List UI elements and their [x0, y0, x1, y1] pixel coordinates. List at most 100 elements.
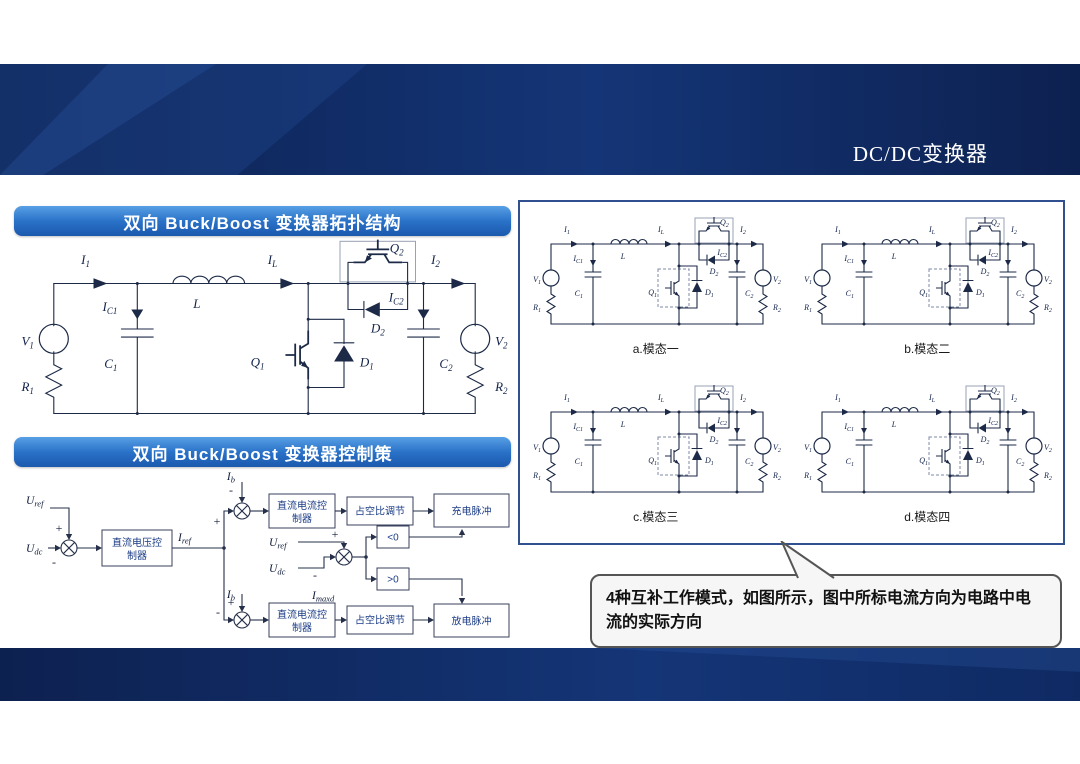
label-c2: C2 — [745, 457, 753, 468]
sign-minus-3: - — [313, 568, 317, 582]
label-r1: R1 — [532, 471, 541, 482]
label-il: IL — [267, 252, 277, 269]
callout-bubble: 4种互补工作模式，如图所示，图中所标电流方向为电路中电流的实际方向 — [590, 541, 1062, 648]
label-v2: V2 — [495, 333, 508, 350]
label-r2: R2 — [772, 303, 781, 314]
label-i-maxd: Imaxd — [311, 590, 335, 604]
sign-plus-1: + — [56, 521, 63, 535]
current-controller-bottom-label-1: 直流电流控 — [277, 608, 327, 621]
label-i2: I2 — [739, 225, 746, 236]
label-i2: I2 — [1010, 225, 1017, 236]
gt-zero-label: >0 — [387, 575, 399, 586]
duty-adjust-bottom-label: 占空比调节 — [355, 614, 405, 627]
mode-d-caption: d.模态四 — [904, 510, 951, 524]
label-d1: D1 — [359, 354, 374, 371]
discharge-pulse-label: 放电脉冲 — [452, 615, 492, 628]
mode-b-caption: b.模态二 — [904, 342, 951, 356]
header-band: DC/DC变换器 — [0, 64, 1080, 175]
label-i-b-top: Ib — [226, 471, 235, 485]
label-ic2: IC2 — [716, 416, 727, 427]
label-c2: C2 — [745, 289, 753, 300]
label-r1: R1 — [803, 471, 812, 482]
label-l: L — [620, 420, 626, 429]
lt-zero-label: <0 — [387, 533, 399, 544]
label-c2: C2 — [1016, 289, 1024, 300]
label-l: L — [620, 252, 626, 261]
charge-pulse-label: 充电脉冲 — [452, 505, 492, 518]
label-c2: C2 — [439, 356, 453, 373]
label-ic1: IC1 — [844, 254, 855, 265]
label-q1: Q1 — [919, 456, 928, 467]
label-q1: Q1 — [251, 354, 265, 371]
label-i-ref: Iref — [177, 532, 193, 546]
label-c1: C1 — [104, 356, 117, 373]
label-l: L — [891, 252, 897, 261]
label-ic1: IC1 — [572, 422, 583, 433]
label-v1: V1 — [533, 443, 541, 454]
label-i1: I1 — [834, 393, 841, 404]
label-ic2: IC2 — [988, 416, 999, 427]
current-controller-box-bottom — [268, 602, 336, 638]
control-diagram-wires — [48, 482, 510, 638]
label-i2: I2 — [739, 393, 746, 404]
label-d1: D1 — [704, 456, 714, 467]
label-ic1: IC1 — [844, 422, 855, 433]
label-d2: D2 — [708, 267, 718, 278]
label-c1: C1 — [574, 457, 582, 468]
label-v1: V1 — [804, 443, 812, 454]
current-controller-box-top — [268, 493, 336, 529]
label-d1: D1 — [975, 456, 985, 467]
label-i2: I2 — [430, 252, 440, 269]
label-v1: V1 — [804, 275, 812, 286]
label-i2: I2 — [1010, 393, 1017, 404]
label-i1: I1 — [80, 252, 90, 269]
label-r1: R1 — [20, 379, 33, 396]
label-c1: C1 — [846, 457, 854, 468]
voltage-controller-label-1: 直流电压控 — [112, 536, 162, 549]
callout-text: 4种互补工作模式，如图所示，图中所标电流方向为电路中电流的实际方向 — [606, 590, 1031, 631]
label-d2: D2 — [370, 320, 385, 337]
label-ic2: IC2 — [988, 248, 999, 259]
label-u-ref-2: Uref — [269, 537, 288, 551]
label-i-b-bottom: Ib — [226, 589, 235, 603]
label-l: L — [192, 296, 200, 311]
label-r2: R2 — [1043, 471, 1052, 482]
label-r1: R1 — [532, 303, 541, 314]
label-v1: V1 — [21, 333, 33, 350]
footer-accent-shape — [594, 648, 1080, 672]
label-d2: D2 — [980, 435, 990, 446]
label-v2: V2 — [1044, 275, 1052, 286]
sign-minus-1: - — [52, 555, 56, 569]
label-r2: R2 — [1043, 303, 1052, 314]
current-controller-top-label-2: 制器 — [292, 512, 312, 525]
label-i1: I1 — [563, 393, 570, 404]
charge-pulse-box — [433, 493, 510, 528]
label-c2: C2 — [1016, 457, 1024, 468]
label-i1: I1 — [563, 225, 570, 236]
label-d1: D1 — [704, 288, 714, 299]
label-ic1: IC1 — [102, 299, 118, 316]
label-il: IL — [928, 393, 936, 404]
label-r1: R1 — [803, 303, 812, 314]
label-q2: Q2 — [720, 218, 729, 229]
label-d2: D2 — [708, 435, 718, 446]
label-q2: Q2 — [390, 241, 404, 258]
footer-band — [0, 648, 1080, 701]
label-r2: R2 — [494, 379, 508, 396]
label-ic1: IC1 — [572, 254, 583, 265]
control-section-banner: 双向 Buck/Boost 变换器控制策 — [14, 437, 511, 467]
label-il: IL — [657, 225, 665, 236]
control-block-diagram: Uref Udc Iref Ib Uref Udc Ib Imaxd + - -… — [26, 471, 510, 638]
label-u-ref: Uref — [26, 495, 45, 509]
sign-minus-2: - — [229, 483, 233, 497]
current-controller-top-label-1: 直流电流控 — [277, 499, 327, 512]
